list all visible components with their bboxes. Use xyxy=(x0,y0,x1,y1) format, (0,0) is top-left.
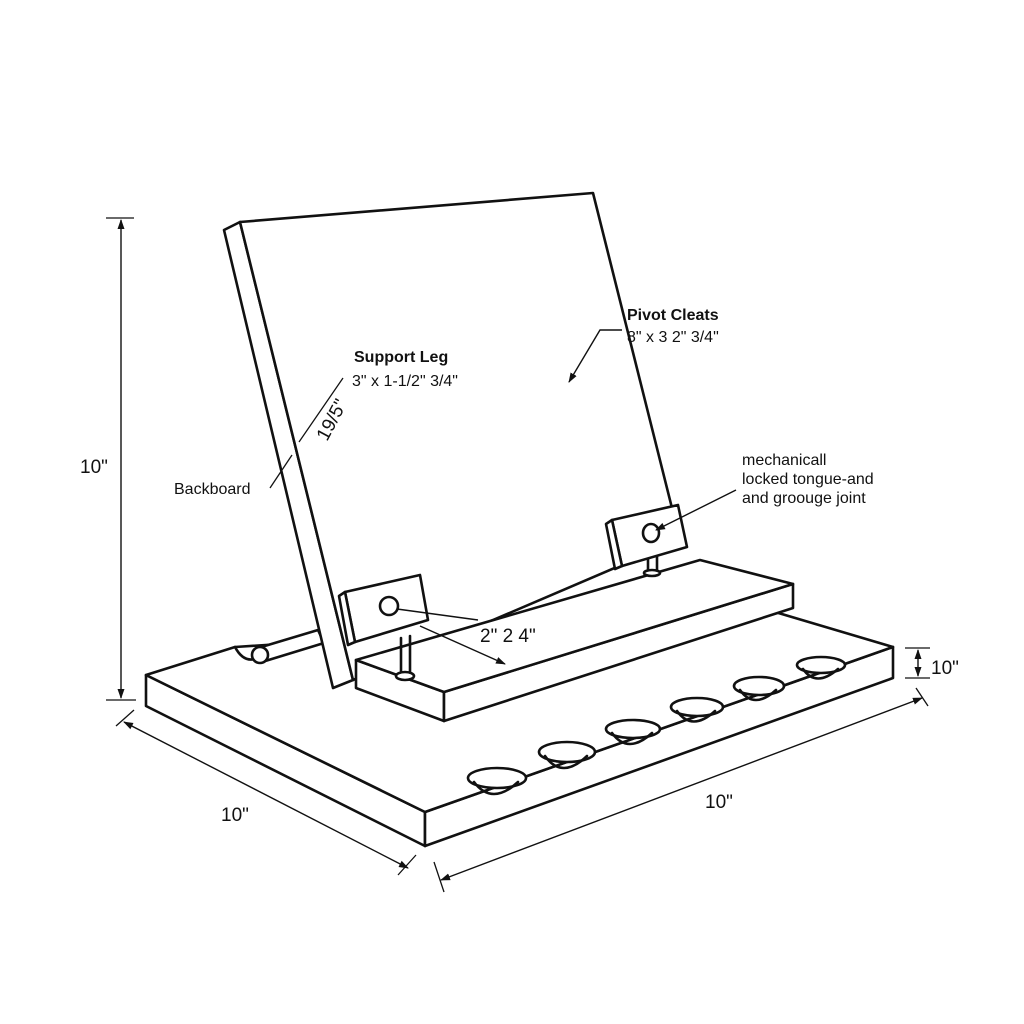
finger-notch xyxy=(795,655,847,680)
pivot-hole-icon xyxy=(641,522,661,544)
callout-pivot-cleats: Pivot Cleats 8" x 3 2" 3/4" xyxy=(568,307,719,383)
dimension-overall-height: 10" xyxy=(80,217,136,701)
dimension-leg-length: 2" 2 4" xyxy=(396,608,536,665)
callout-backboard: Backboard xyxy=(174,454,293,498)
backboard-panel xyxy=(222,191,682,690)
pivot-hole-icon xyxy=(378,595,400,617)
support-leg-spec: 3" x 1-1/2" 3/4" xyxy=(352,373,458,390)
base-thickness-label: 10" xyxy=(931,658,959,679)
base-width-label: 10" xyxy=(705,792,733,813)
pivot-cleat-left xyxy=(337,573,430,682)
pivot-cleats-spec: 8" x 3 2" 3/4" xyxy=(627,329,719,346)
support-leg-title: Support Leg xyxy=(354,349,448,366)
base-depth-label: 10" xyxy=(221,805,249,826)
dimension-base-width: 10" xyxy=(433,687,929,893)
joint-line-3: and groouge joint xyxy=(742,490,866,507)
overall-height-label: 10" xyxy=(80,457,108,478)
joint-line-2: locked tongue-and xyxy=(742,471,874,488)
dimension-base-thickness: 10" xyxy=(905,647,959,679)
leg-length-label: 2" 2 4" xyxy=(480,626,536,647)
callout-support-leg: Support Leg 3" x 1-1/2" 3/4" xyxy=(352,349,458,390)
pivot-cleat-right xyxy=(604,503,689,578)
rail-top-face xyxy=(354,558,795,694)
dimension-base-depth: 10" xyxy=(115,709,417,876)
callout-joint: mechanicall locked tongue-and and grooug… xyxy=(655,452,874,531)
joint-line-1: mechanicall xyxy=(742,452,826,469)
backboard-label: Backboard xyxy=(174,481,251,498)
pivot-cleats-title: Pivot Cleats xyxy=(627,307,719,324)
